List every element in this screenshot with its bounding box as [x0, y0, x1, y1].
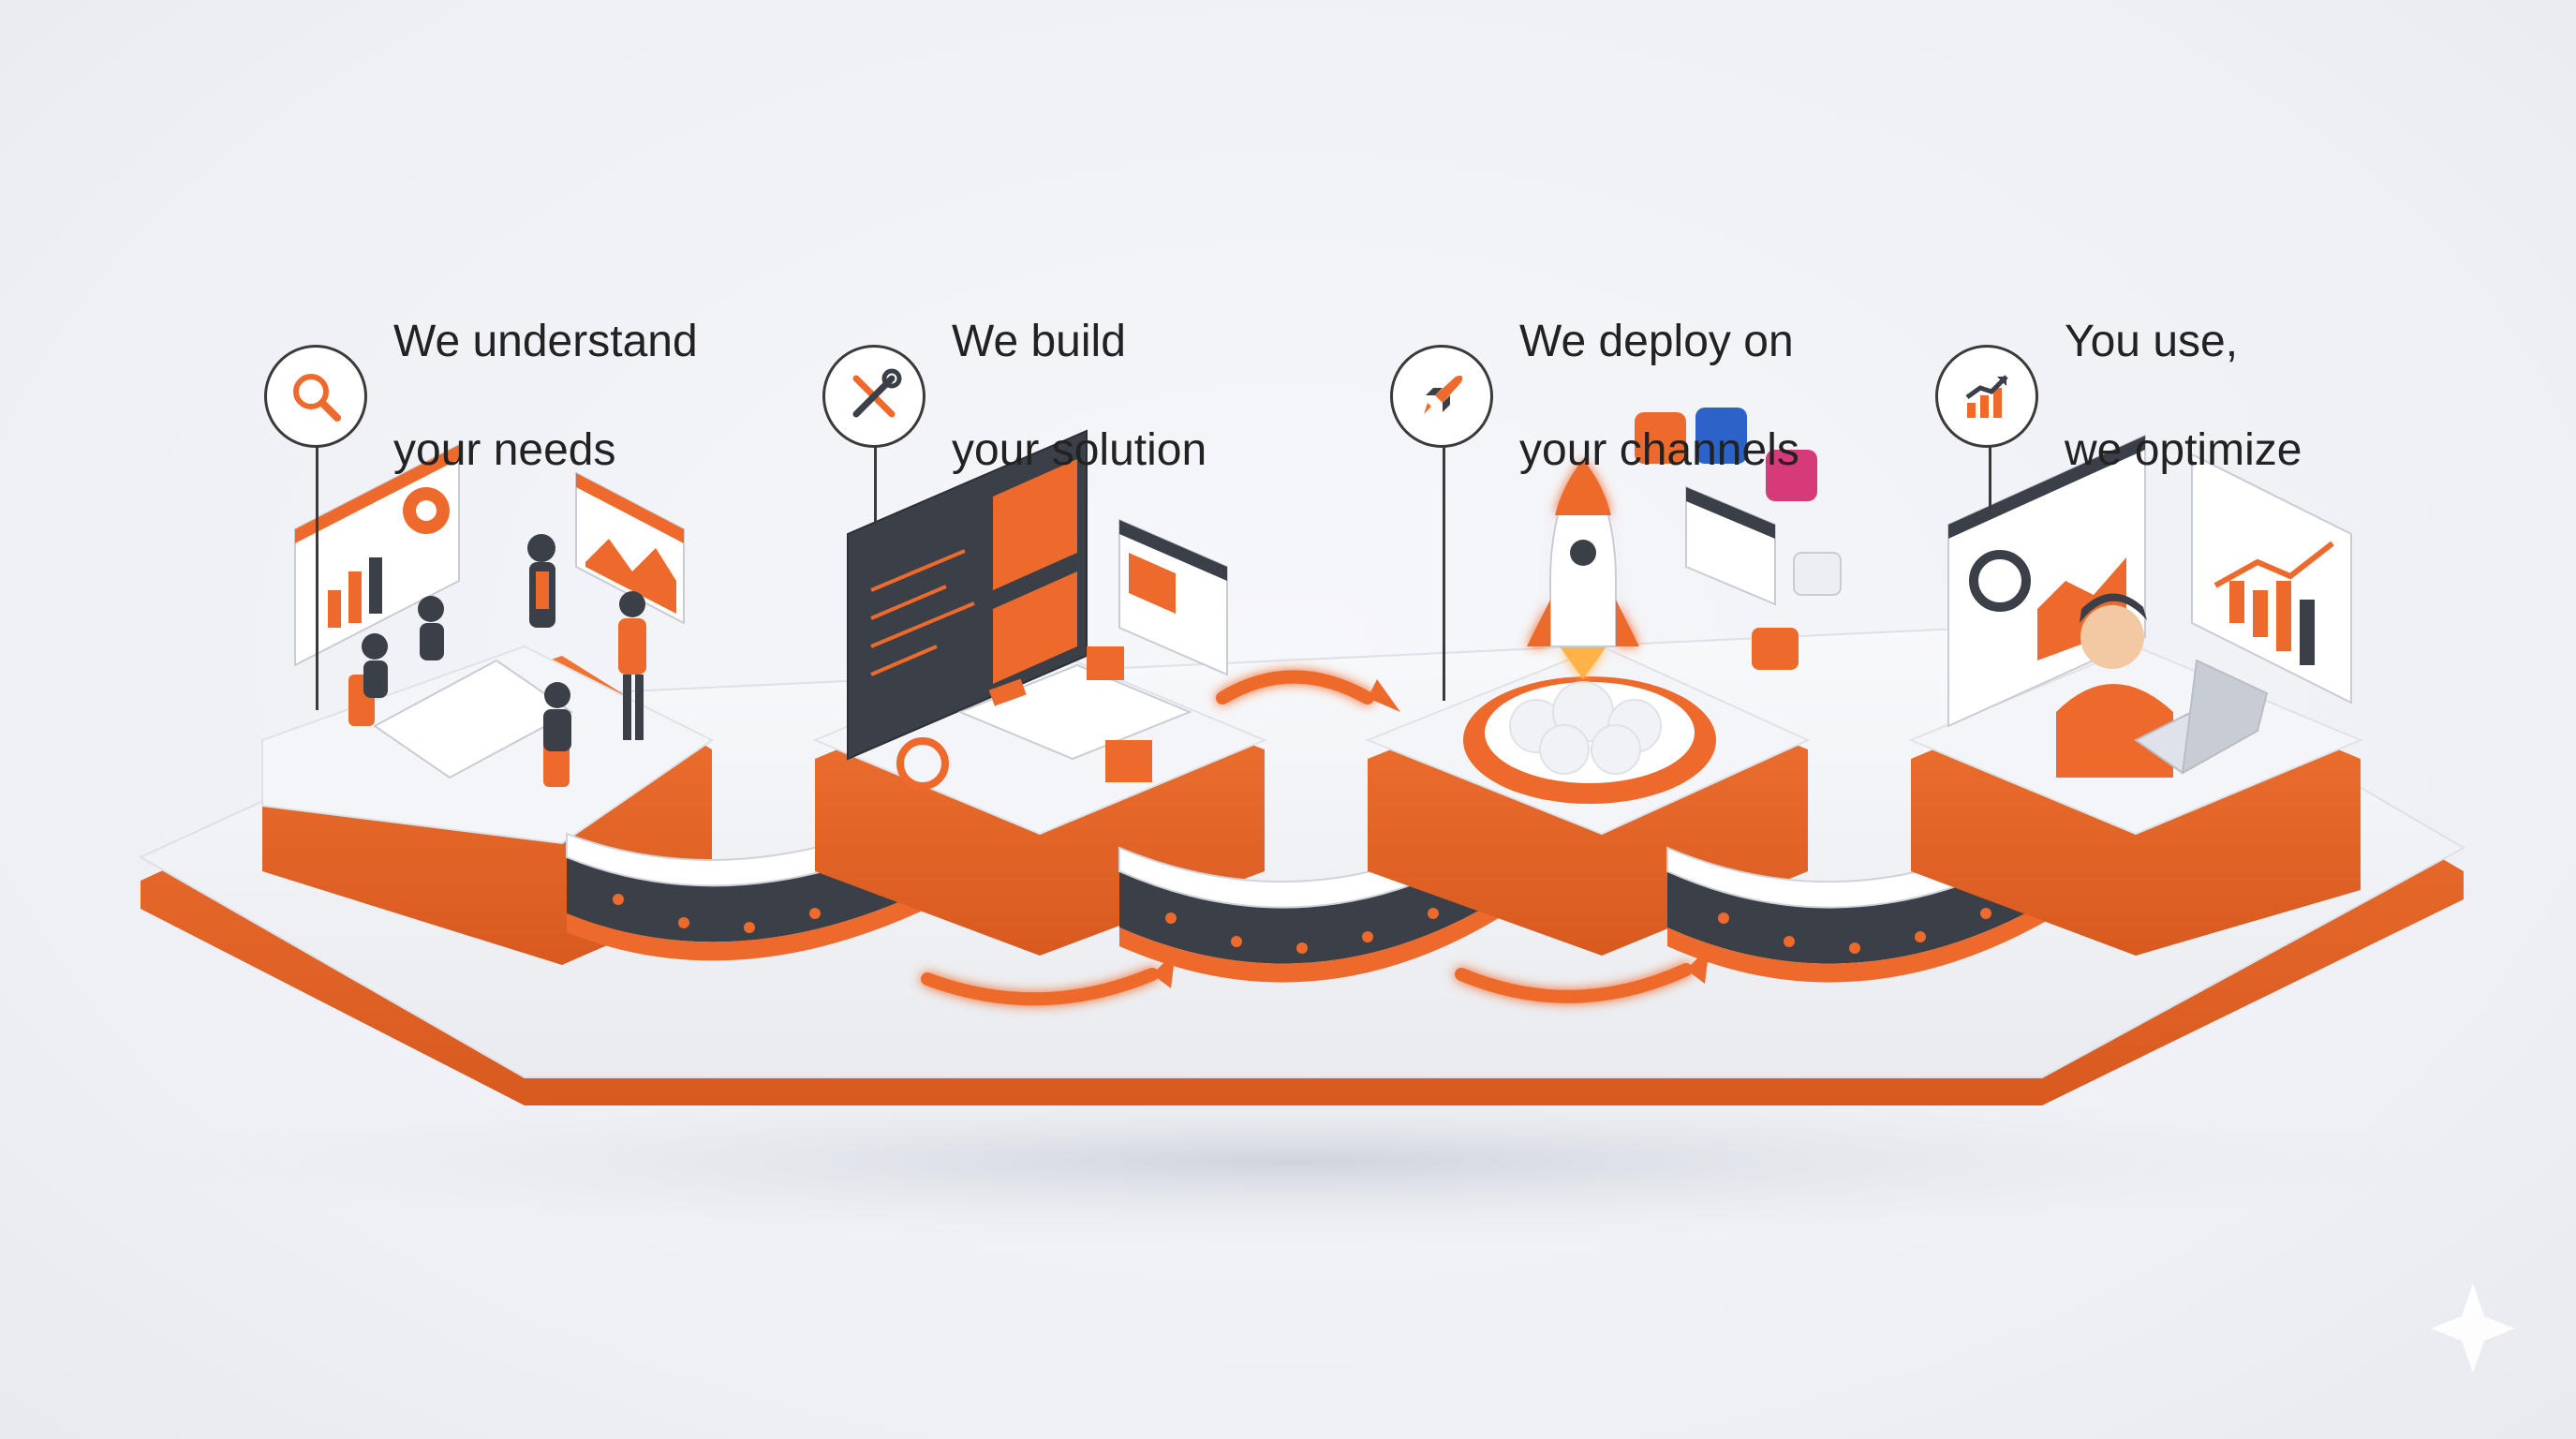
stage-block-understand	[261, 443, 714, 965]
step-understand-line2: your needs	[393, 425, 616, 475]
analytics-board	[294, 443, 460, 667]
arrow-heads	[1152, 679, 1710, 988]
step-optimize-line2: we optimize	[2065, 425, 2302, 475]
tools-icon	[822, 345, 925, 448]
arrow-2	[921, 968, 1159, 1006]
browser-window	[1118, 518, 1228, 676]
step-deploy-line2: your channels	[1519, 425, 1799, 475]
user-with-laptop	[2056, 593, 2269, 778]
growth-chart-board	[2191, 452, 2352, 705]
growth-chart-icon	[1935, 345, 2038, 448]
connector-line-1	[316, 363, 318, 710]
arrow-3	[1455, 963, 1693, 1003]
step-understand-line1: We understand	[393, 317, 698, 366]
step-build: We build your solution	[822, 260, 1289, 532]
step-build-line2: your solution	[952, 425, 1207, 475]
stage-block-optimize	[1908, 434, 2363, 956]
sparkle-icon	[2431, 1283, 2515, 1373]
step-optimize: You use, we optimize	[1935, 260, 2402, 532]
step-optimize-line1: You use,	[2065, 317, 2239, 366]
platform-shadow	[122, 1077, 2464, 1246]
step-deploy-line1: We deploy on	[1519, 317, 1794, 366]
rocket	[1527, 457, 1639, 679]
step-build-line1: We build	[952, 317, 1126, 366]
connector-line-3	[1443, 363, 1445, 701]
magnifier-icon	[264, 345, 367, 448]
social-channels	[1635, 408, 1842, 670]
arrow-1	[1216, 670, 1374, 705]
flow-arrows	[921, 670, 1693, 1006]
workbench	[896, 646, 1192, 790]
step-deploy: We deploy on your channels	[1390, 260, 1857, 532]
step-understand: We understand your needs	[264, 260, 731, 532]
rocket-icon	[1390, 345, 1493, 448]
code-editor-screen	[847, 429, 1088, 761]
area-chart-board	[575, 471, 685, 625]
